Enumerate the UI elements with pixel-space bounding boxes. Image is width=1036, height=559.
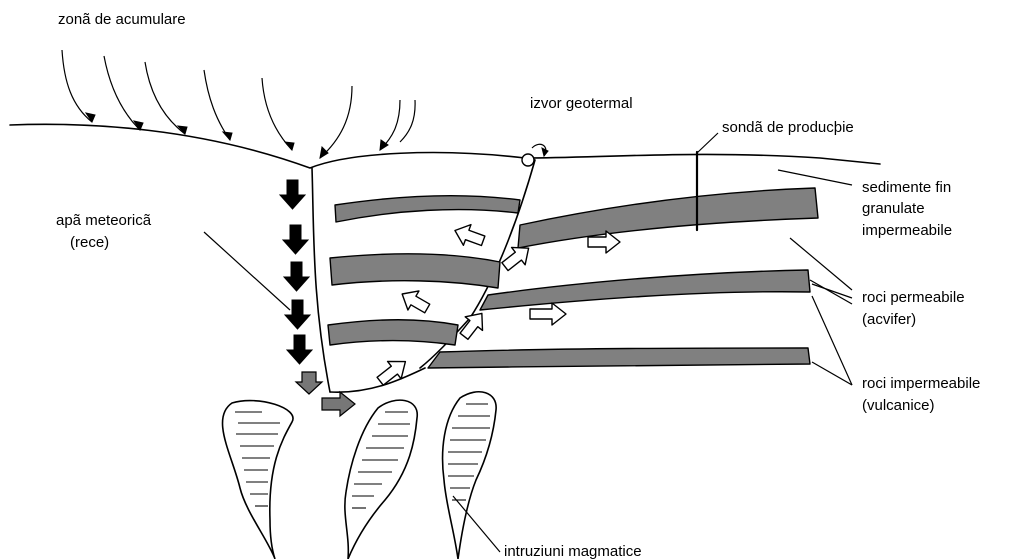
label-impermeable-rocks-2: (vulcanice) xyxy=(862,397,935,414)
rock-layer-left-3 xyxy=(328,320,458,345)
magmatic-intrusion-2 xyxy=(345,400,417,559)
label-meteoric-water-1: apã meteoricã xyxy=(56,212,152,229)
label-geothermal-spring: izvor geotermal xyxy=(530,95,633,112)
label-magmatic-intrusions: intruziuni magmatice xyxy=(504,543,642,559)
label-fine-sediments-1: sedimente fin xyxy=(862,179,951,196)
label-permeable-rocks-1: roci permeabile xyxy=(862,289,965,306)
label-fine-sediments-2: granulate xyxy=(862,200,925,217)
transition-arrows xyxy=(296,372,355,416)
rock-layer-left-2 xyxy=(330,254,500,288)
rock-layer-right-3 xyxy=(428,348,810,368)
recharge-arrows xyxy=(62,50,415,158)
basin-left-wall xyxy=(312,168,330,392)
meteoric-downflow-arrows xyxy=(280,180,312,364)
label-production-well: sondã de producþie xyxy=(722,119,854,136)
basin-bottom xyxy=(330,368,425,392)
rock-layer-right-2 xyxy=(480,270,810,310)
label-meteoric-water-2: (rece) xyxy=(70,234,109,251)
rock-layer-right-1 xyxy=(518,188,818,248)
label-impermeable-rocks-1: roci impermeabile xyxy=(862,375,980,392)
label-fine-sediments-3: impermeabile xyxy=(862,222,952,239)
label-permeable-rocks-2: (acvifer) xyxy=(862,311,916,328)
magmatic-intrusion-1 xyxy=(222,401,293,559)
magmatic-intrusion-3 xyxy=(443,392,497,559)
label-recharge-zone: zonã de acumulare xyxy=(58,11,186,28)
rock-layer-left-1 xyxy=(335,196,520,222)
